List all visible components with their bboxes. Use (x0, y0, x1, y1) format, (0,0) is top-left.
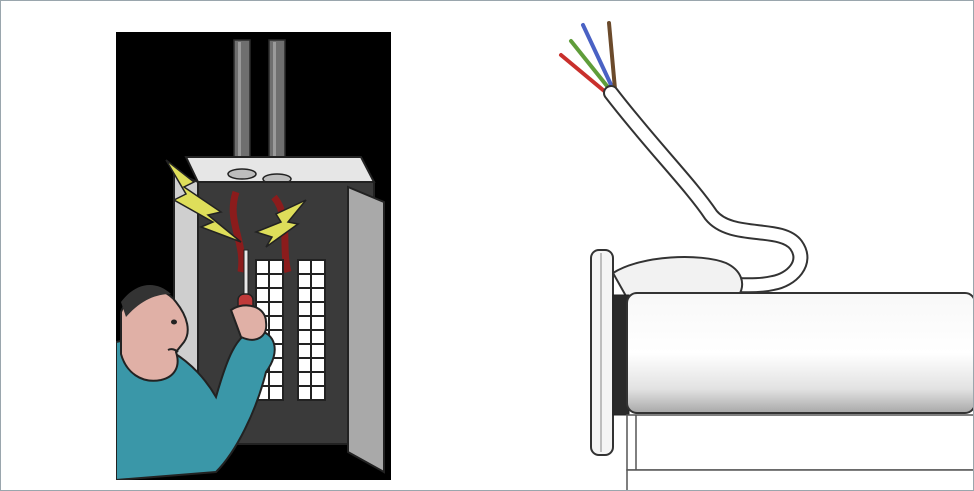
wire-brown (607, 21, 617, 91)
motor-lower-tube (626, 414, 973, 471)
tubular-motor-with-cable (541, 15, 973, 490)
red-wire (229, 190, 246, 273)
wire-red (559, 53, 611, 97)
conduit-left (233, 39, 251, 171)
person-hair (121, 284, 171, 317)
lightning-bolt-right (253, 199, 307, 248)
wire-green (569, 39, 613, 93)
person-hand (229, 304, 268, 341)
roller-motor-cable-illustration (559, 21, 973, 490)
motor-flange (590, 249, 614, 456)
electrician-breaker-panel (116, 32, 391, 480)
panel-door (347, 185, 385, 474)
motor-tube (626, 292, 973, 414)
wire-blue (581, 23, 615, 91)
electrician-shock-illustration (116, 32, 391, 480)
cable (605, 87, 807, 292)
lightning-bolt-left (165, 159, 242, 243)
conduit-right (268, 39, 286, 176)
screwdriver-shaft (243, 249, 249, 296)
